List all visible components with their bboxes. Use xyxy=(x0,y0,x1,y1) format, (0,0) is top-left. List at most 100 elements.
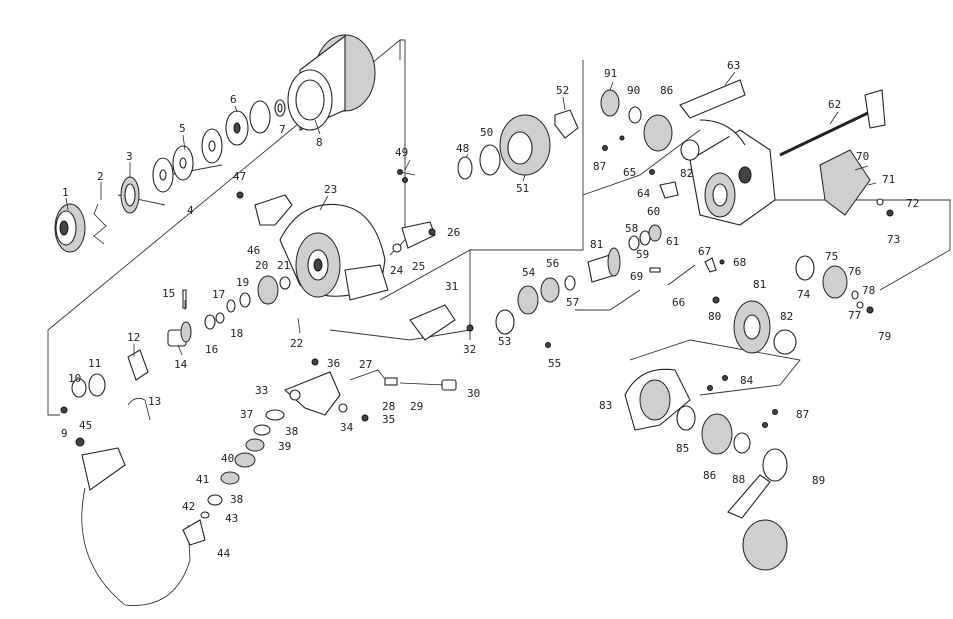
part-34-35 xyxy=(338,403,369,422)
part-label: 13 xyxy=(148,395,161,408)
part-label: 3 xyxy=(126,150,133,163)
part-label: 68 xyxy=(733,256,746,269)
part-label: 51 xyxy=(516,182,529,195)
leader-lines xyxy=(65,71,877,357)
part-label: 82 xyxy=(680,167,693,180)
part-label: 81 xyxy=(753,278,766,291)
part-2-clip xyxy=(93,203,107,245)
part-label: 75 xyxy=(825,250,838,263)
part-label: 47 xyxy=(233,170,246,183)
part-label: 10 xyxy=(68,372,81,385)
part-70-73 xyxy=(819,149,894,217)
part-label: 38 xyxy=(230,493,243,506)
part-labels: 1 2 3 4 5 6 7 8 9 10 11 12 13 14 15 16 1… xyxy=(61,59,919,560)
part-label: 26 xyxy=(447,226,460,239)
part-label: 33 xyxy=(255,384,268,397)
part-label: 90 xyxy=(627,84,640,97)
part-83-89 xyxy=(624,368,788,571)
part-label: 82 xyxy=(780,310,793,323)
part-label: 85 xyxy=(676,442,689,455)
part-label: 52 xyxy=(556,84,569,97)
part-label: 63 xyxy=(727,59,740,72)
part-label: 45 xyxy=(79,419,92,432)
part-label: 72 xyxy=(906,197,919,210)
part-label: 15 xyxy=(162,287,175,300)
part-label: 35 xyxy=(382,413,395,426)
part-label: 44 xyxy=(217,547,231,560)
part-label: 8 xyxy=(316,136,323,149)
part-label: 37 xyxy=(240,408,253,421)
part-label: 12 xyxy=(127,331,140,344)
part-1-spool-cap xyxy=(54,203,86,253)
part-label: 76 xyxy=(848,265,861,278)
part-label: 77 xyxy=(848,309,861,322)
part-label: 25 xyxy=(412,260,425,273)
part-label: 14 xyxy=(174,358,188,371)
part-label: 54 xyxy=(522,266,536,279)
part-label: 64 xyxy=(637,187,651,200)
part-label: 42 xyxy=(182,500,195,513)
part-label: 5 xyxy=(179,122,186,135)
part-label: 50 xyxy=(480,126,493,139)
part-label: 87 xyxy=(593,160,606,173)
part-label: 80 xyxy=(708,310,721,323)
part-74-80 xyxy=(712,255,874,314)
part-label: 48 xyxy=(456,142,469,155)
part-label: 78 xyxy=(862,284,875,297)
part-label: 28 xyxy=(382,400,395,413)
part-44-45-bail xyxy=(75,437,206,606)
part-label: 65 xyxy=(623,166,636,179)
part-label: 66 xyxy=(672,296,685,309)
part-6-7-washers xyxy=(225,99,286,146)
part-label: 84 xyxy=(740,374,754,387)
part-33-bail-arm xyxy=(283,358,341,416)
part-label: 31 xyxy=(445,280,458,293)
part-label: 43 xyxy=(225,512,238,525)
part-label: 70 xyxy=(856,150,869,163)
part-label: 27 xyxy=(359,358,372,371)
part-37-43 xyxy=(200,409,285,519)
part-label: 56 xyxy=(546,257,559,270)
part-label: 86 xyxy=(703,469,716,482)
part-label: 38 xyxy=(285,425,298,438)
part-label: 79 xyxy=(878,330,891,343)
part-4-5-washers xyxy=(152,128,223,193)
part-label: 61 xyxy=(666,235,679,248)
part-label: 88 xyxy=(732,473,745,486)
part-label: 58 xyxy=(625,222,638,235)
part-label: 18 xyxy=(230,327,243,340)
part-label: 21 xyxy=(277,259,290,272)
part-label: 34 xyxy=(340,421,354,434)
part-86-91 xyxy=(600,89,673,152)
part-label: 89 xyxy=(812,474,825,487)
part-label: 57 xyxy=(566,296,579,309)
part-label: 87 xyxy=(796,408,809,421)
part-24-26 xyxy=(392,221,436,253)
part-label: 22 xyxy=(290,337,303,350)
part-label: 73 xyxy=(887,233,900,246)
part-label: 7 xyxy=(279,123,286,136)
part-48-52 xyxy=(397,109,579,183)
part-label: 20 xyxy=(255,259,268,272)
part-31-32 xyxy=(409,304,474,341)
part-23-rotor xyxy=(279,203,389,301)
part-9-13 xyxy=(60,349,151,421)
part-label: 41 xyxy=(196,473,209,486)
part-label: 9 xyxy=(61,427,68,440)
part-label: 81 xyxy=(590,238,603,251)
part-19-21 xyxy=(226,275,291,313)
part-label: 67 xyxy=(698,245,711,258)
part-label: 29 xyxy=(410,400,423,413)
part-label: 69 xyxy=(630,270,643,283)
part-label: 55 xyxy=(548,357,561,370)
part-label: 60 xyxy=(647,205,660,218)
part-label: 59 xyxy=(636,248,649,261)
part-label: 1 xyxy=(62,186,69,199)
part-label: 32 xyxy=(463,343,476,356)
part-3-drag-ring xyxy=(120,176,140,214)
part-label: 36 xyxy=(327,357,340,370)
part-label: 39 xyxy=(278,440,291,453)
part-53-60 xyxy=(495,224,662,348)
part-27-30 xyxy=(349,369,457,391)
